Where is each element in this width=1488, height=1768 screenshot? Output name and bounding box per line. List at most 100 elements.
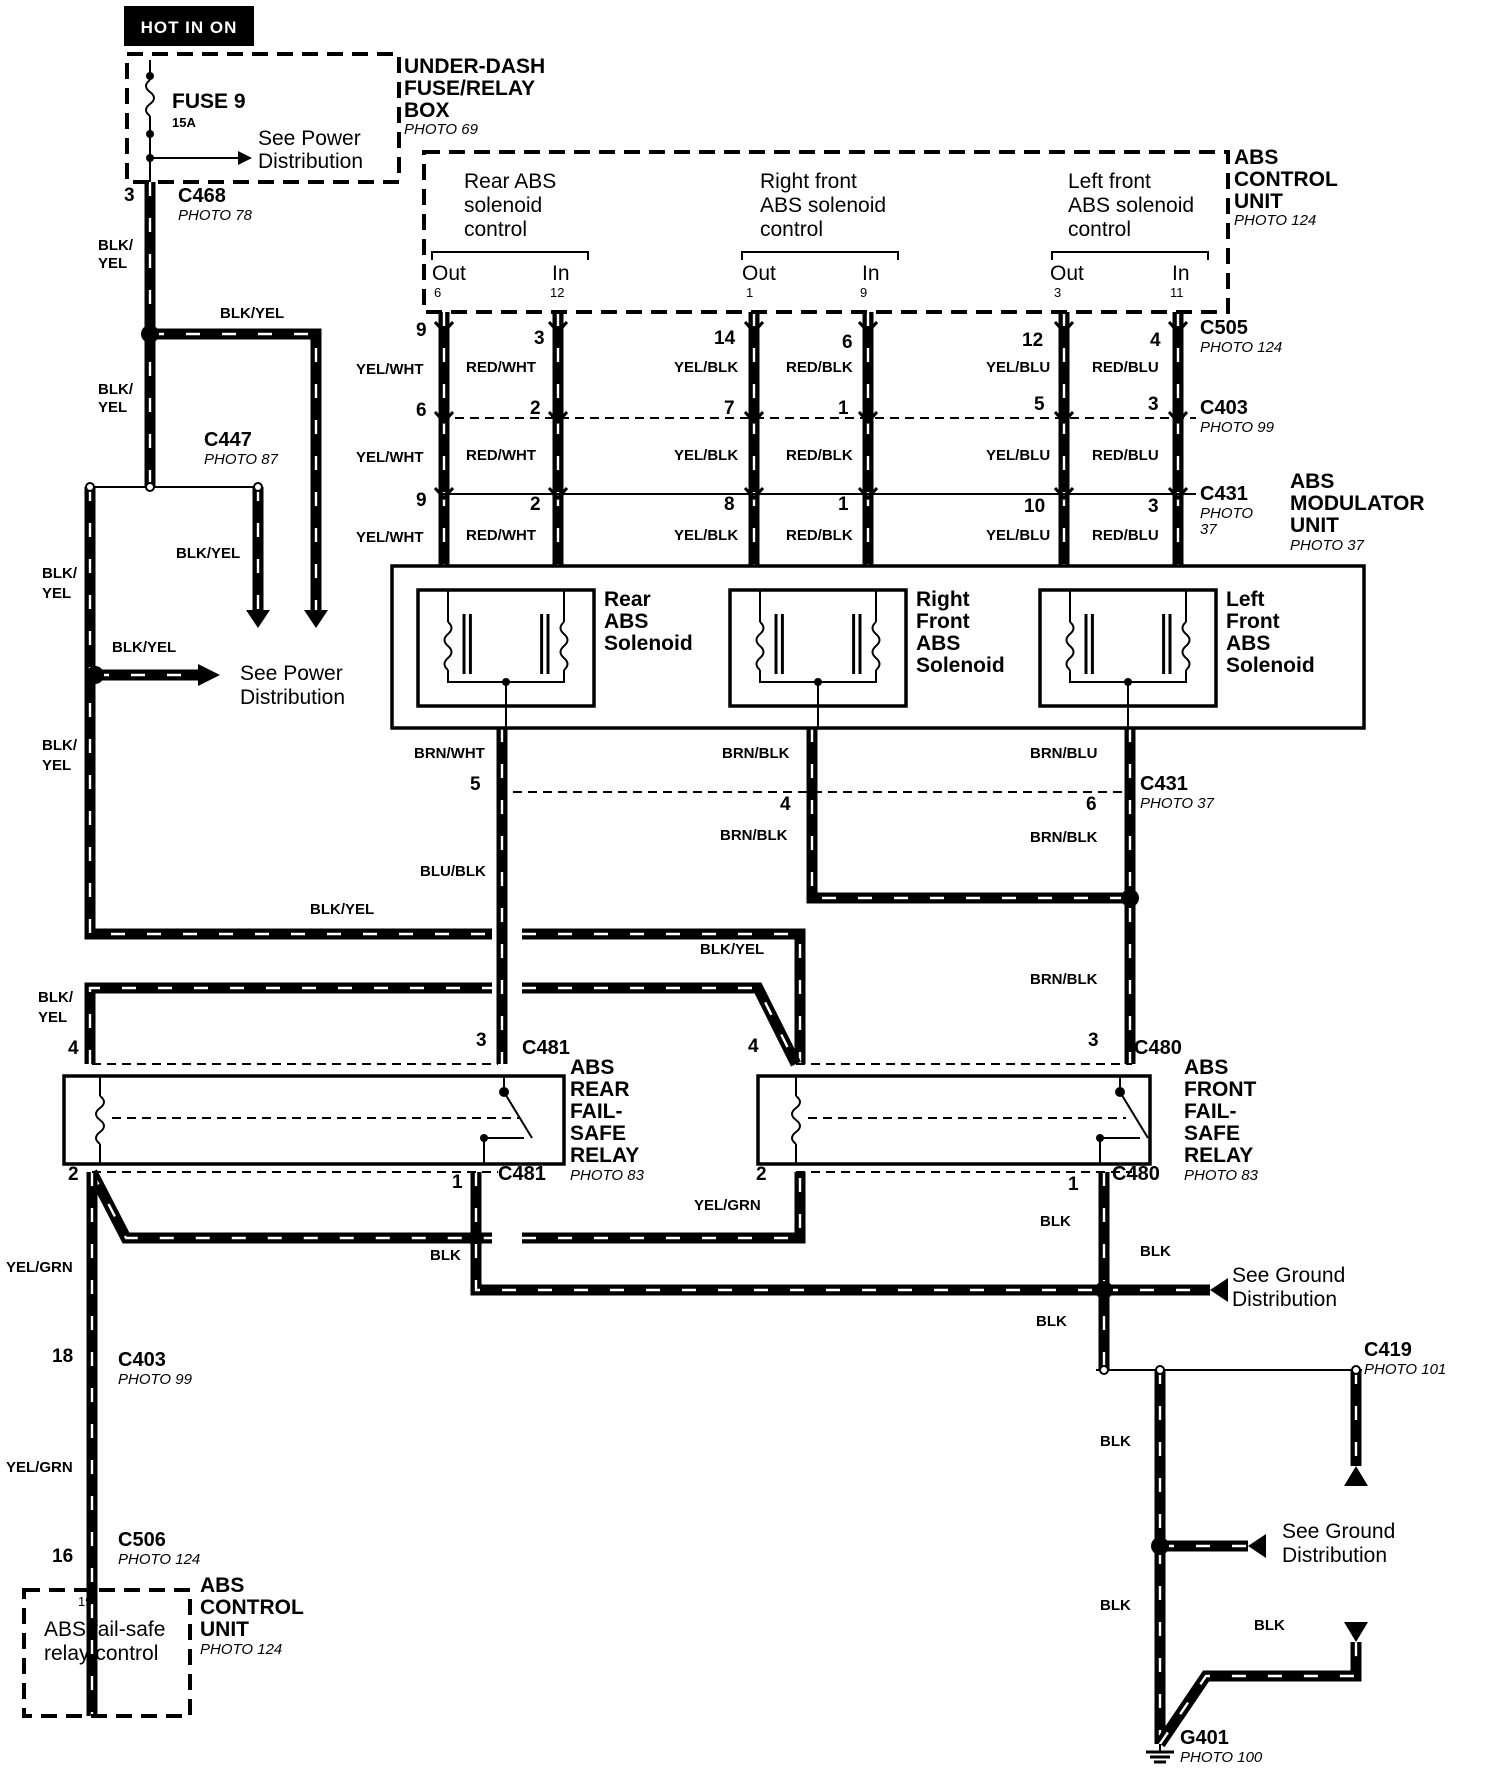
see-ground-line1: See Ground — [1282, 1520, 1395, 1543]
wire-label: RED/BLU — [1092, 359, 1159, 376]
rear-relay-photo: PHOTO 83 — [570, 1167, 645, 1184]
pin-label: 19 — [78, 1594, 92, 1609]
wire-label: BLK/YEL — [112, 639, 176, 656]
connector-c403: C403 — [1200, 397, 1248, 419]
pin-label: 5 — [1034, 394, 1045, 415]
group-label: Right front — [760, 170, 857, 193]
out-label: Out — [1050, 262, 1084, 285]
see-power-line1: See Power — [258, 127, 361, 150]
wire-label: RED/BLK — [786, 447, 853, 464]
pin-label: 3 — [1148, 394, 1159, 415]
pin-label: 3 — [476, 1030, 487, 1051]
connector-c480: C480 — [1112, 1163, 1160, 1185]
pin-label: 7 — [724, 398, 735, 419]
wire-label: BLK — [1100, 1433, 1131, 1450]
pin-label: 4 — [1150, 330, 1161, 351]
pin-label: 3 — [1054, 285, 1061, 300]
wire-label: BLK/YEL — [310, 901, 374, 918]
wire-label: YEL — [42, 757, 71, 774]
front-relay-title: FRONT — [1184, 1078, 1256, 1101]
abs-control-title: ABS — [200, 1574, 244, 1597]
group-label: control — [1068, 218, 1131, 241]
connector-c481: C481 — [498, 1163, 546, 1185]
connector-chevron — [1053, 320, 1075, 335]
arrow-left-icon — [1248, 1534, 1266, 1558]
pin-label: 3 — [1088, 1030, 1099, 1051]
coil-icon — [1181, 621, 1191, 671]
wire-label: BLU/BLK — [420, 863, 486, 880]
wire-label: YEL/BLK — [674, 527, 738, 544]
wire-label: BLK/ — [98, 381, 134, 398]
wire-label: BLK/ — [42, 737, 78, 754]
pin-label: 5 — [470, 774, 481, 795]
wire-label: BLK — [1036, 1313, 1067, 1330]
connector-c447: C447 — [204, 429, 252, 451]
solenoid-label: Left — [1226, 588, 1265, 611]
pin-label: 1 — [746, 285, 753, 300]
modulator-title: ABS — [1290, 470, 1334, 493]
wire-label: YEL/GRN — [6, 1459, 73, 1476]
wire-label: YEL/GRN — [694, 1197, 761, 1214]
wire-label: BLK/YEL — [700, 941, 764, 958]
connector-chevron — [547, 320, 569, 335]
wire-label: YEL — [42, 585, 71, 602]
wire-harness — [84, 182, 1362, 1748]
modulator-title: UNIT — [1290, 514, 1339, 537]
wire-stripe — [88, 986, 492, 1064]
wire — [806, 728, 1130, 904]
in-label: In — [1172, 262, 1190, 285]
group-label: control — [464, 218, 527, 241]
wire-stripe — [150, 332, 318, 610]
abs-modulator-box — [390, 564, 1366, 730]
abs-control-title: UNIT — [1234, 190, 1283, 213]
wire — [470, 1172, 1104, 1296]
connector-photo: PHOTO 87 — [204, 451, 279, 468]
pin-label: 1 — [452, 1172, 463, 1193]
wire-stripe — [474, 1172, 1104, 1292]
connector-chevron — [547, 486, 569, 501]
wire-label: BLK/YEL — [176, 545, 240, 562]
out-label: Out — [742, 262, 776, 285]
in-label: In — [552, 262, 570, 285]
wire-label: BLK — [1040, 1213, 1071, 1230]
connector-photo: PHOTO — [1200, 505, 1253, 522]
wire-label: BLK/YEL — [220, 305, 284, 322]
solenoid-coils — [443, 590, 1191, 728]
wire-label: RED/BLU — [1092, 447, 1159, 464]
connector-c468: C468 — [178, 185, 226, 207]
connector-chevron — [1167, 410, 1189, 425]
fuse-box-title: UNDER-DASH — [404, 55, 545, 78]
connector-chevron — [1053, 486, 1075, 501]
pin-label: 6 — [434, 285, 441, 300]
splice-dot — [141, 325, 159, 343]
abs-control-title: CONTROL — [1234, 168, 1338, 191]
connector-chevron — [547, 410, 569, 425]
pin-label: 2 — [68, 1164, 79, 1185]
connector-chevron — [857, 410, 879, 425]
wire — [150, 328, 322, 610]
rear-relay-box — [62, 1074, 566, 1166]
connector-chevron — [743, 410, 765, 425]
arrow-up-icon — [1344, 1466, 1368, 1486]
arrow-down-icon — [246, 610, 270, 628]
wire-label: RED/BLK — [786, 527, 853, 544]
hot-in-on-tag — [124, 6, 254, 46]
solenoid-junction — [814, 678, 822, 686]
wire-label: BRN/BLK — [1030, 971, 1098, 988]
wire-label: BRN/BLK — [1030, 829, 1098, 846]
connector-photo: PHOTO 124 — [118, 1551, 200, 1568]
wire-stripe — [522, 986, 798, 1065]
pin-label: 3 — [534, 328, 545, 349]
wire-label: BLK — [1100, 1597, 1131, 1614]
coil-icon — [871, 621, 881, 671]
wire-label: BRN/BLK — [722, 745, 790, 762]
wire-label: YEL/WHT — [356, 449, 424, 466]
abs-control-unit-box — [422, 150, 1230, 314]
hot-in-on-label: HOT IN ON — [141, 18, 238, 37]
connector-c480: C480 — [1134, 1037, 1182, 1059]
coil-icon — [755, 621, 765, 671]
see-ground-line2: Distribution — [1282, 1544, 1387, 1567]
front-relay-title: SAFE — [1184, 1122, 1240, 1145]
rear-relay-title: SAFE — [570, 1122, 626, 1145]
